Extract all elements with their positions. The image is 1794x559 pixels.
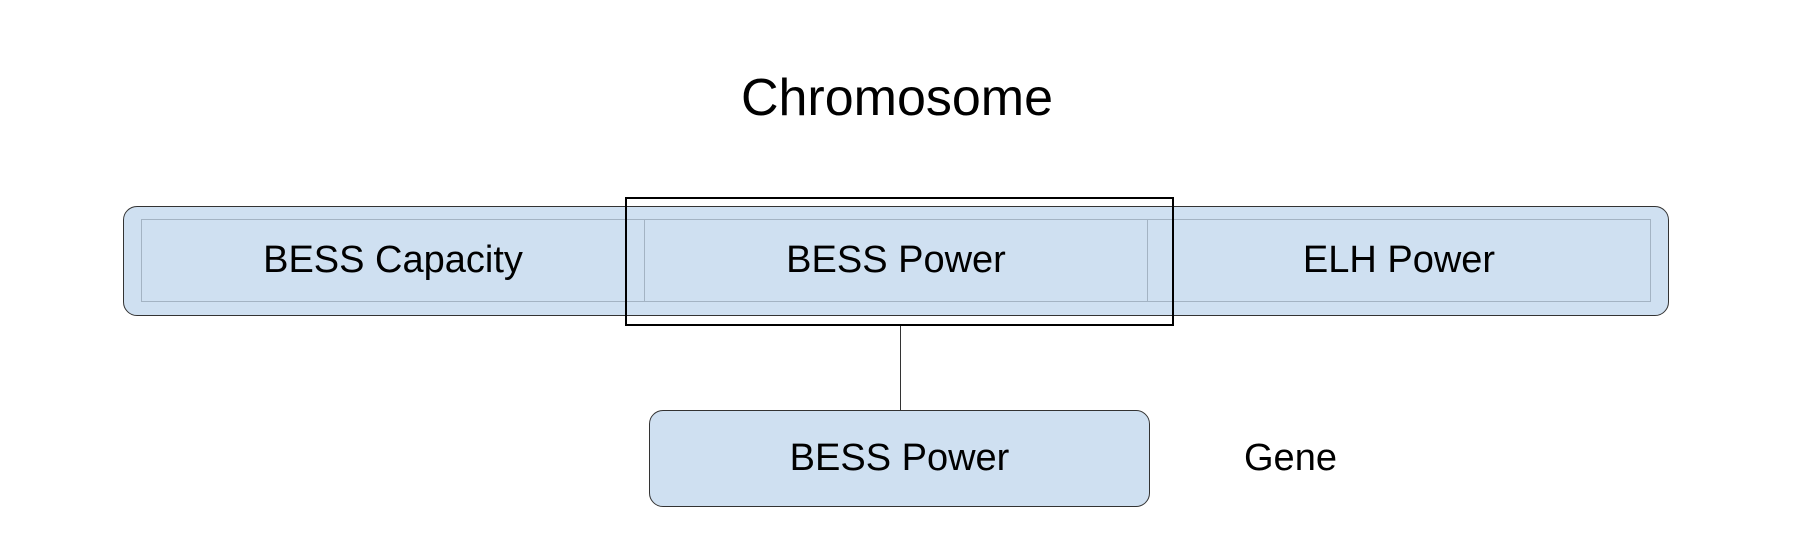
chromosome-bar: BESS Capacity BESS Power ELH Power [123,206,1669,316]
gene-caption: Gene [1244,437,1337,479]
chromosome-gene-bess-capacity: BESS Capacity [263,239,523,281]
chromosome-gene-strip: BESS Capacity BESS Power ELH Power [141,219,1651,302]
chromosome-gene-bess-power: BESS Power [644,220,1147,301]
gene-box: BESS Power [649,410,1150,507]
chromosome-gene-elh-power: ELH Power [1147,220,1650,301]
connector-line [900,326,901,410]
selected-gene-highlight [625,197,1174,326]
diagram-title: Chromosome [740,69,1054,127]
